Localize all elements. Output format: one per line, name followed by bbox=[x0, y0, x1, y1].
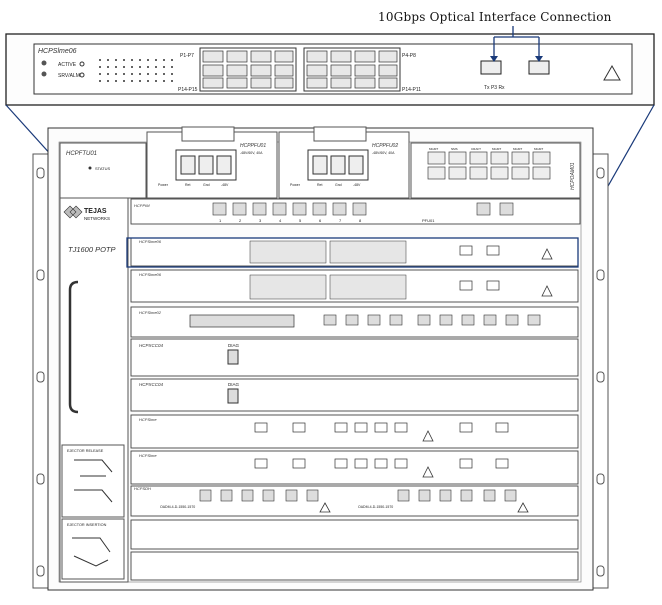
optical-right-warning-icon bbox=[517, 502, 529, 513]
card-1-xfp-ports bbox=[459, 245, 500, 291]
zoom-led-active-icon bbox=[41, 60, 47, 66]
chassis-model-label: TJ1600 POTP bbox=[68, 245, 116, 254]
pfu1-label: HCPPFU01 bbox=[240, 143, 266, 149]
card-5-diag: DIAG bbox=[228, 382, 240, 387]
alarm-port-label-2: NMS bbox=[451, 147, 458, 151]
zoom-xfp-label: Tx P3 Rx bbox=[484, 85, 505, 91]
pfu2-terminal-neg48: -48V bbox=[353, 183, 361, 187]
card-1-warning-icon bbox=[541, 248, 553, 260]
zoom-led-matrix bbox=[99, 59, 173, 82]
card-2-name: HCPSlme06 bbox=[139, 272, 162, 277]
card-0-name: HCPPIM bbox=[134, 203, 150, 208]
card-3-ribbon-connector bbox=[189, 314, 295, 328]
left-mounting-ear bbox=[32, 153, 49, 589]
card-0-port-7: 7 bbox=[339, 218, 342, 223]
card-0-sfp-ports bbox=[212, 202, 514, 216]
zoom-port-group-bottom-right: P14-P11 bbox=[402, 87, 421, 93]
optical-label-left: OADM-4-D-1550-1570 bbox=[160, 505, 195, 509]
card-0-port-6: 6 bbox=[319, 218, 322, 223]
chassis-handle bbox=[68, 280, 79, 414]
zoom-port-block-right bbox=[303, 47, 401, 92]
card-4-diag: DIAG bbox=[228, 343, 240, 348]
card-7-name: HCPSlme bbox=[139, 453, 157, 458]
optical-left-warning-icon bbox=[319, 502, 331, 513]
ejector-insertion-label: EJECTOR INSERTION bbox=[67, 523, 107, 527]
pfu2-label: HCPPFU02 bbox=[372, 143, 398, 149]
alarm-port-label-4: MGMT bbox=[492, 147, 501, 151]
zoom-card-name: HCPSlme06 bbox=[38, 48, 77, 55]
zoom-port-group-bottom-left: P14-P15 bbox=[178, 87, 198, 93]
pfu2-terminal-gnd: Gnd bbox=[335, 183, 342, 187]
fan-status-led-icon bbox=[88, 166, 92, 170]
card-0-port-1: 1 bbox=[219, 218, 222, 223]
pfu2-spec: -48V/60V, 40A bbox=[372, 151, 395, 155]
zoom-port-block-left bbox=[199, 47, 297, 92]
pfu-small-card-label: PFU01 bbox=[422, 218, 435, 223]
pfu1-terminal-gnd: Gnd bbox=[203, 183, 210, 187]
card-5-name: HCPXCC04 bbox=[139, 382, 164, 387]
highlighted-card bbox=[126, 237, 579, 268]
optical-card-ports bbox=[199, 489, 517, 502]
xfp-port-2 bbox=[528, 60, 550, 75]
optical-connection-arrows bbox=[493, 26, 540, 58]
card-0-port-2: 2 bbox=[239, 218, 242, 223]
card-4-name: HCPXCC04 bbox=[139, 343, 164, 348]
fan-unit-label: HCPFTU01 bbox=[66, 151, 97, 157]
card-1-name: HCPSlme06 bbox=[139, 239, 162, 244]
pfu1-spec: -48V/60V, 40A bbox=[240, 151, 263, 155]
tejas-logo-icon bbox=[63, 205, 83, 219]
chassis: HCPFTU01 STATUS HCPPFU01 -48V/60V, 40A P… bbox=[32, 126, 609, 591]
arrow-head-left-icon bbox=[490, 56, 498, 62]
right-mounting-ear bbox=[592, 153, 609, 589]
card-0-port-8: 8 bbox=[359, 218, 362, 223]
card-7-warning-icon bbox=[422, 466, 434, 478]
lower-card-ports bbox=[254, 422, 509, 469]
alarm-unit-label: HCPOAM01 bbox=[570, 162, 576, 190]
ejector-release-label: EJECTOR RELEASE bbox=[67, 449, 104, 453]
brand-line-2: NETWORKS bbox=[84, 216, 110, 221]
card-6-warning-icon bbox=[422, 430, 434, 442]
card-0-port-5: 5 bbox=[299, 218, 302, 223]
zoom-led-active-label: ACTIVE bbox=[58, 62, 77, 68]
zoom-port-group-top-left: P1-P7 bbox=[180, 53, 194, 59]
zoom-led-alarm-label: SRV/ALM bbox=[58, 73, 80, 79]
alarm-port-label-6: MGMT bbox=[534, 147, 543, 151]
zoom-led-alarm-icon bbox=[41, 71, 47, 77]
alarm-port-label-1: MGMT bbox=[429, 147, 438, 151]
arrow-head-right-icon bbox=[535, 56, 543, 62]
brand-line-1: TEJAS bbox=[84, 208, 107, 215]
alarm-port-label-5: MGMT bbox=[513, 147, 522, 151]
card-1-rj-blocks bbox=[249, 240, 407, 300]
pfu2-terminal-power: Power bbox=[290, 183, 301, 187]
left-panel bbox=[59, 197, 129, 583]
card-3-name: HCPSlme02 bbox=[139, 310, 162, 315]
zoom-warning-triangle-icon bbox=[603, 64, 621, 81]
fan-status-label: STATUS bbox=[95, 166, 111, 171]
card-8-name: HCPSDH bbox=[134, 486, 151, 491]
zoom-callout: HCPSlme06 ACTIVE SRV/ALM P1-P7 P14-P15 P… bbox=[5, 26, 655, 106]
caption-10gbps-optical-interface: 10Gbps Optical Interface Connection bbox=[378, 10, 612, 24]
ejector-insertion-panel bbox=[61, 518, 125, 580]
card-6-name: HCPSlme bbox=[139, 417, 157, 422]
alarm-port-label-3: CRAFT bbox=[471, 147, 481, 151]
xfp-port-1 bbox=[480, 60, 502, 75]
pfu1-terminal-power: Power bbox=[158, 183, 169, 187]
pfu1-terminal-ret: Ret bbox=[185, 183, 190, 187]
pfu1-terminal-neg48: -48V bbox=[221, 183, 229, 187]
ejector-release-panel bbox=[61, 444, 125, 518]
optical-label-right: OADM-4-D-1550-1570 bbox=[358, 505, 393, 509]
card-0-port-3: 3 bbox=[259, 218, 262, 223]
pfu2-terminal-ret: Ret bbox=[317, 183, 322, 187]
card-3-sfp-ports bbox=[323, 314, 541, 326]
zoom-port-group-top-right: P4-P8 bbox=[402, 53, 416, 59]
card-2-warning-icon bbox=[541, 285, 553, 297]
card-0-port-4: 4 bbox=[279, 218, 282, 223]
